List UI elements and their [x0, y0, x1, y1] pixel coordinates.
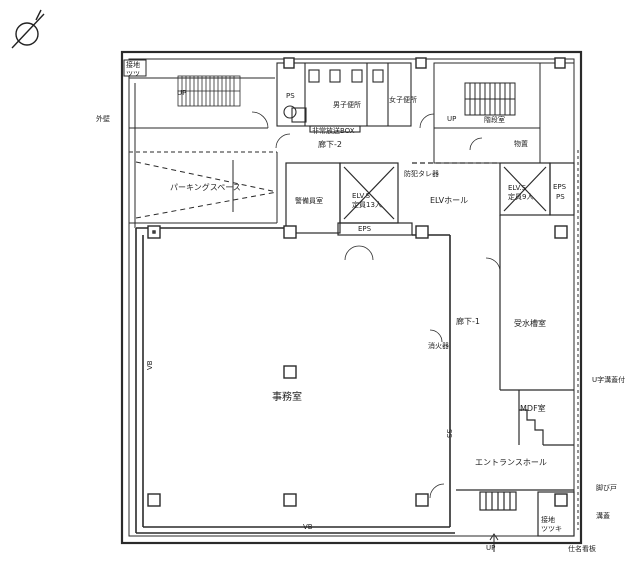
ss-label: SS — [445, 429, 453, 438]
office-walls — [135, 227, 455, 534]
eps-label-right: EPS — [553, 183, 567, 191]
u-gutter-label: U字溝蓋付 — [592, 375, 625, 384]
up-label-stair-right: UP — [447, 115, 456, 123]
mens-toilet-label: 男子便所 — [333, 100, 361, 109]
stairwell-label: 階段室 — [484, 115, 505, 124]
entrance-hall-label: エントランスホール — [475, 458, 547, 467]
core-upper — [276, 62, 412, 133]
ps-label-left: PS — [286, 92, 295, 100]
up-label-bottom: UP — [486, 544, 495, 552]
elv-hall-label: ELVホール — [430, 196, 468, 205]
grounding-bottom-label: 接地ツツキ — [541, 515, 562, 533]
security-panel-label: 防犯タレ器 — [404, 169, 439, 178]
stair-top-right — [433, 62, 575, 164]
corridor-1-label: 廊下-1 — [456, 316, 480, 326]
bottom-right-label: 仕名看板 — [568, 544, 596, 553]
parking-space-label: パーキングスペース — [170, 182, 241, 192]
bottom-gate — [489, 150, 579, 552]
elv-core — [285, 162, 575, 236]
parking-zone — [129, 77, 278, 228]
fire-bell-box-label: 非常放送BOX — [312, 126, 355, 135]
outer-walls — [120, 50, 583, 545]
warehouse-label: 物置 — [514, 139, 528, 148]
right-wing-rooms — [456, 215, 575, 537]
mdf-room-label: MDF室 — [520, 403, 546, 413]
office-label: 事務室 — [272, 390, 302, 403]
vb-label-left: VB — [146, 360, 154, 370]
ps-label-right: PS — [556, 193, 565, 201]
womens-toilet-label: 女子便所 — [389, 95, 417, 104]
grounding-box-top — [123, 59, 147, 77]
grounding-top-label: 接地ツツ — [126, 60, 140, 78]
right-side-label-2: 溝蓋 — [596, 511, 610, 520]
structural-columns — [147, 57, 568, 507]
right-side-label-1: 脚び戸 — [596, 483, 617, 492]
security-room-label: 警備員室 — [295, 196, 323, 205]
eps-label-center: EPS — [358, 225, 372, 233]
door-swings — [251, 111, 501, 499]
water-tank-room-label: 受水槽室 — [514, 318, 546, 328]
side-left-label: 外壁 — [96, 114, 110, 123]
extinguisher-label: 消火器 — [428, 341, 449, 350]
stair-top-left — [177, 75, 241, 107]
north-compass-icon — [11, 9, 45, 49]
up-label-top-left: UP — [177, 89, 186, 97]
vb-label-bottom: VB — [303, 523, 313, 531]
corridor-2-label: 廊下-2 — [318, 139, 342, 149]
